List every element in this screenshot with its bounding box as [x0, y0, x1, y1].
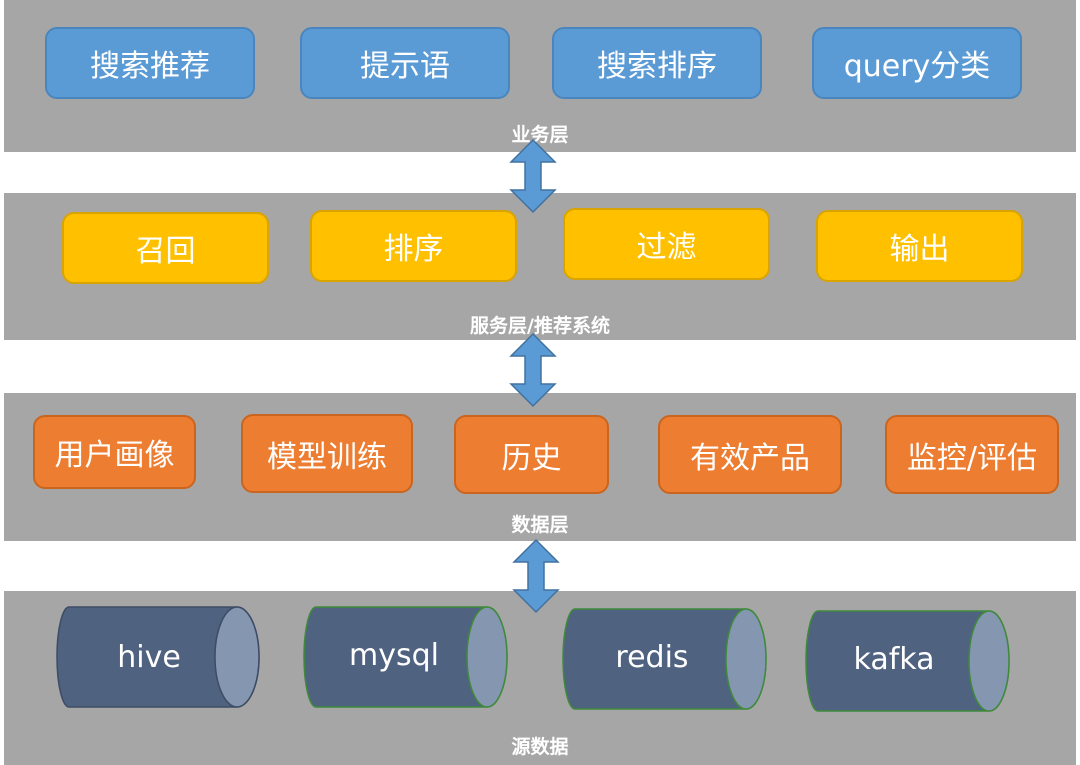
service-layer: 召回 排序 过滤 输出 服务层/推荐系统: [4, 193, 1076, 340]
business-item-search-recommend: 搜索推荐: [45, 27, 255, 99]
service-item-output: 输出: [816, 210, 1023, 282]
business-item-query-class: query分类: [812, 27, 1022, 99]
service-item-rank: 排序: [310, 210, 517, 282]
bidirectional-arrow-icon: [509, 138, 557, 214]
source-item-mysql: mysql: [349, 637, 439, 673]
source-layer-label: 源数据: [511, 736, 569, 758]
data-layer-label: 数据层: [511, 514, 569, 536]
source-item-kafka: kafka: [853, 641, 935, 677]
service-layer-label: 服务层/推荐系统: [470, 315, 610, 337]
source-item-hive: hive: [117, 639, 181, 675]
business-layer: 搜索推荐 提示语 搜索排序 query分类 业务层: [4, 0, 1076, 152]
database-cylinder-icon: [303, 606, 508, 708]
business-item-prompt: 提示语: [300, 27, 510, 99]
data-item-monitor-eval: 监控/评估: [885, 415, 1059, 494]
service-item-filter: 过滤: [563, 208, 770, 280]
data-item-history: 历史: [454, 415, 609, 494]
data-item-model-training: 模型训练: [241, 414, 413, 493]
source-layer: hive mysql redis kafka 源数据: [4, 591, 1076, 765]
business-item-search-rank: 搜索排序: [552, 27, 762, 99]
bidirectional-arrow-icon: [512, 538, 560, 614]
database-cylinder-icon: [562, 608, 767, 710]
data-item-user-profile: 用户画像: [33, 415, 196, 489]
database-cylinder-icon: [56, 606, 260, 708]
service-item-recall: 召回: [62, 212, 269, 284]
database-cylinder-icon: [805, 610, 1010, 712]
data-item-valid-product: 有效产品: [658, 415, 842, 494]
bidirectional-arrow-icon: [509, 332, 557, 408]
data-layer: 用户画像 模型训练 历史 有效产品 监控/评估 数据层: [4, 393, 1076, 541]
source-item-redis: redis: [615, 639, 689, 675]
business-layer-label: 业务层: [511, 124, 569, 146]
